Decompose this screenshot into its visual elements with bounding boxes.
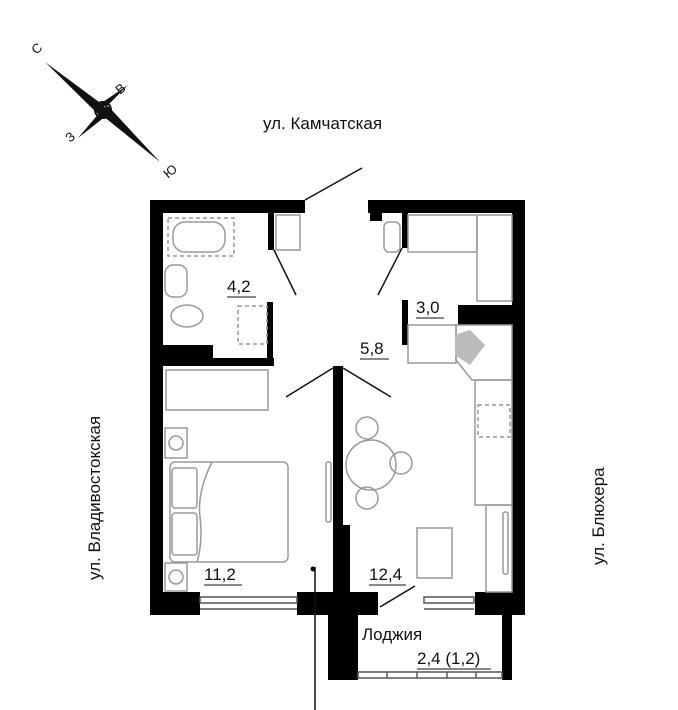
compass-north: С	[28, 40, 45, 58]
compass-south: Ю	[160, 161, 180, 181]
room-labels: 4,2 3,0 5,8 11,2 12,4 Лоджия 2,4 (1,2)	[204, 277, 491, 670]
kitchen-area: 12,4	[369, 565, 402, 584]
compass-west: З	[62, 129, 78, 146]
walls	[150, 200, 525, 680]
doors	[273, 167, 416, 710]
street-top: ул. Камчатская	[263, 114, 382, 133]
bathroom-area: 4,2	[227, 277, 251, 296]
loggia-name: Лоджия	[362, 625, 422, 644]
bedroom-area: 11,2	[204, 565, 236, 584]
street-right: ул. Блюхера	[589, 467, 608, 565]
windows	[199, 596, 503, 679]
compass-rose: С В З Ю	[28, 40, 180, 182]
street-left: ул. Владивостокская	[85, 416, 104, 580]
furniture	[164, 214, 513, 593]
storage-area: 3,0	[416, 298, 440, 317]
hallway-area: 5,8	[360, 339, 384, 358]
loggia-area: 2,4 (1,2)	[417, 649, 480, 668]
